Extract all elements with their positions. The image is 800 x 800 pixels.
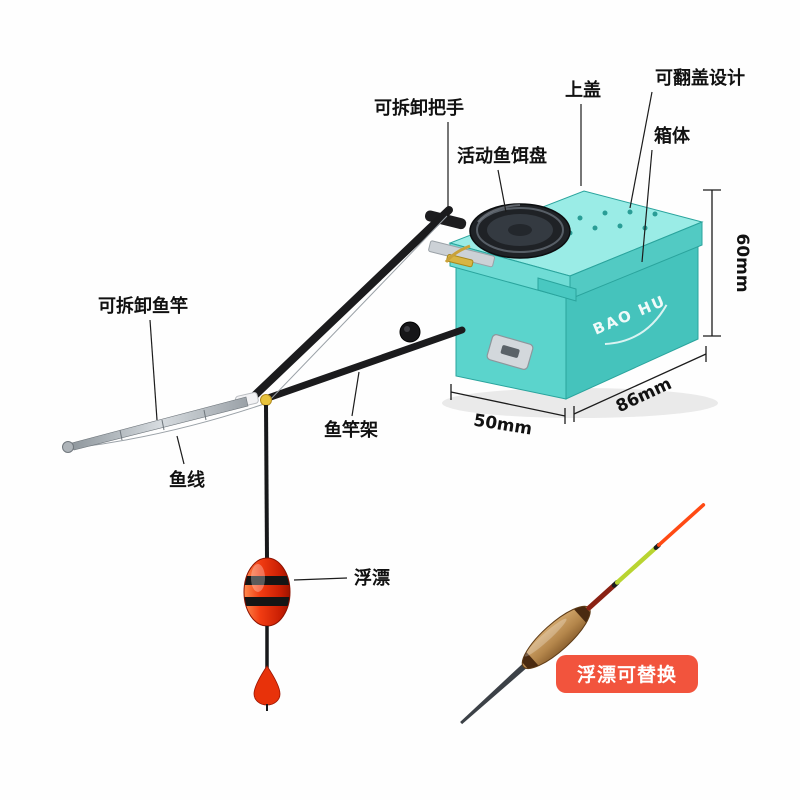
handle-grip	[424, 210, 467, 230]
rod-blank	[71, 396, 249, 451]
callout-detachable-rod: 可拆卸鱼竿	[98, 295, 188, 421]
rod-tip-ball	[62, 441, 74, 453]
callout-rod-holder: 鱼竿架	[324, 371, 378, 441]
spare-float	[460, 503, 706, 725]
brand-swoosh	[604, 304, 668, 346]
box-latch	[486, 334, 534, 370]
detachable-rod-label: 可拆卸鱼竿	[98, 295, 188, 317]
pivot-knob	[399, 321, 421, 343]
rig-stem-upper	[264, 404, 269, 559]
fishing-rod	[62, 392, 259, 453]
tackle-box: BAO HU	[455, 242, 699, 400]
callout-top-cover: 上盖	[565, 79, 601, 186]
callout-bait-tray: 活动鱼饵盘	[457, 145, 547, 213]
spare-float-antenna	[586, 503, 706, 611]
callout-fishing-line: 鱼线	[169, 435, 205, 491]
main-float	[243, 557, 291, 627]
callout-flip-design: 可翻盖设计	[629, 67, 745, 209]
badge-label: 浮漂可替换	[577, 663, 677, 686]
tray-wire	[444, 244, 471, 263]
fishing-line-label: 鱼线	[169, 469, 205, 491]
pivot-highlight	[404, 326, 410, 332]
handle-label: 可拆卸把手	[374, 97, 464, 119]
height-dim-label: 60mm	[732, 233, 752, 292]
box-shadow	[442, 388, 718, 418]
rod-joint	[203, 409, 207, 421]
teardrop-bead	[253, 665, 281, 706]
brass-clip	[446, 253, 474, 268]
line-connector-bead	[260, 394, 272, 406]
rod-holder-label: 鱼竿架	[324, 419, 378, 441]
bait-tray	[444, 203, 571, 263]
badge-background	[556, 655, 698, 693]
callout-box-body: 箱体	[641, 125, 691, 263]
rod-joint	[161, 419, 165, 431]
float-label: 浮漂	[354, 567, 390, 589]
holder-upper-arm	[248, 206, 453, 402]
box-body-label: 箱体	[654, 125, 691, 147]
callout-float: 浮漂	[293, 567, 390, 589]
spare-float-tail	[460, 661, 529, 725]
float-rig	[243, 394, 291, 711]
handle-assembly	[424, 210, 496, 268]
replaceable-badge: 浮漂可替换	[556, 655, 698, 693]
rod-holder-rack	[248, 206, 466, 402]
fishing-line-upper	[266, 215, 448, 404]
callout-handle: 可拆卸把手	[374, 97, 464, 220]
dimension-height: 60mm	[703, 189, 752, 337]
rod-joint	[119, 429, 123, 441]
fishing-line-lower	[73, 402, 268, 449]
flip-design-label: 可翻盖设计	[655, 67, 745, 89]
bait-tray-label: 活动鱼饵盘	[457, 145, 547, 167]
top-cover-label: 上盖	[565, 79, 601, 101]
holder-lower-arm	[264, 326, 466, 402]
lid-clip	[537, 277, 577, 302]
